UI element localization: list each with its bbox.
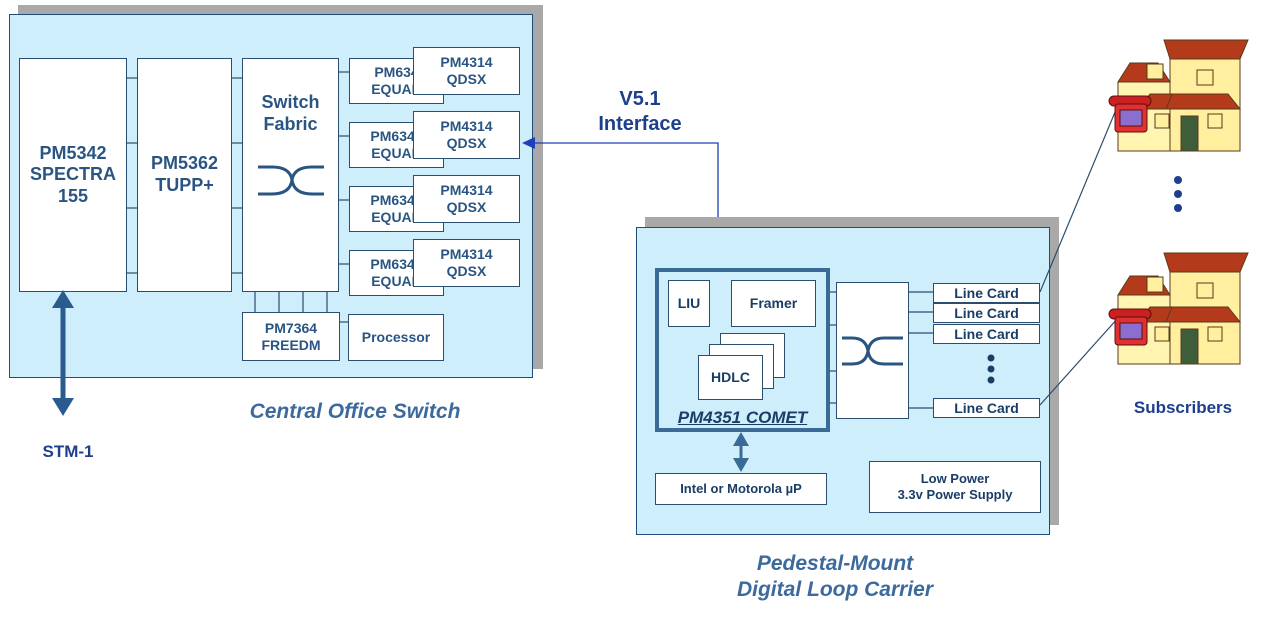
dlc-switch-block (836, 282, 909, 419)
freedm-block: PM7364 FREEDM (242, 312, 340, 361)
qdsx-block-1: PM4314 QDSX (413, 47, 520, 95)
switch-fabric-label: Switch Fabric (261, 92, 320, 134)
qdsx-block-4: PM4314 QDSX (413, 239, 520, 287)
line-card-2: Line Card (933, 303, 1040, 323)
tupp-block: PM5362 TUPP+ (137, 58, 232, 292)
microprocessor-block: Intel or Motorola µP (655, 473, 827, 505)
qdsx-block-2: PM4314 QDSX (413, 111, 520, 159)
line-card-3: Line Card (933, 324, 1040, 344)
v51-interface-label: V5.1 Interface (598, 88, 682, 135)
central-office-caption: Central Office Switch (249, 400, 461, 423)
line-card-4: Line Card (933, 398, 1040, 418)
stm1-label: STM-1 (42, 442, 94, 461)
processor-block: Processor (348, 314, 444, 361)
liu-block: LIU (668, 280, 710, 327)
qdsx-block-3: PM4314 QDSX (413, 175, 520, 223)
dlc-caption: Pedestal-Mount Digital Loop Carrier (736, 552, 934, 602)
subscribers-label: Subscribers (1133, 398, 1233, 417)
line-card-1: Line Card (933, 283, 1040, 303)
hdlc-block: HDLC (698, 355, 763, 400)
spectra-block: PM5342 SPECTRA 155 (19, 58, 127, 292)
comet-label: PM4351 COMET (677, 408, 808, 427)
power-supply-block: Low Power 3.3v Power Supply (869, 461, 1041, 513)
framer-block: Framer (731, 280, 816, 327)
